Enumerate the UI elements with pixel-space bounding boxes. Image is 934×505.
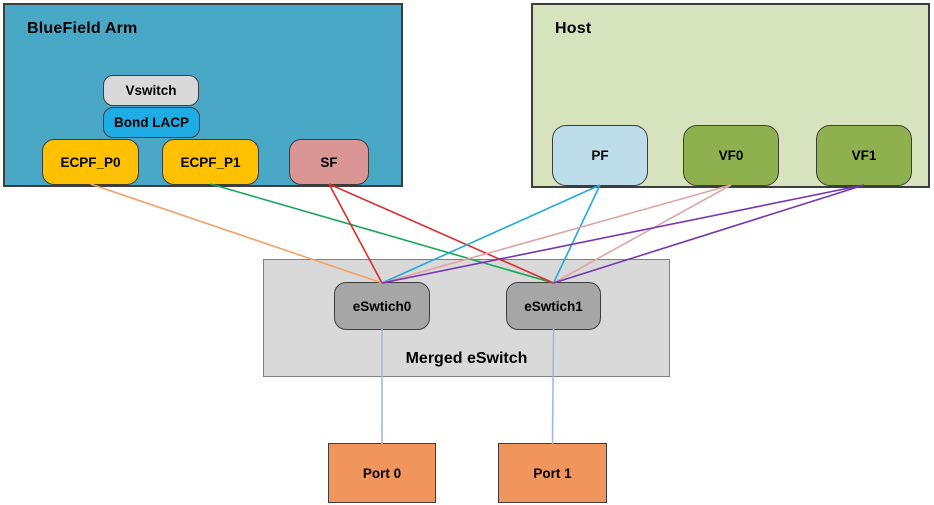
- node-vf1: VF1: [816, 125, 912, 186]
- node-eswitch0: eSwtich0: [334, 282, 430, 330]
- node-vswitch: Vswitch: [103, 75, 199, 106]
- node-bond-lacp: Bond LACP: [103, 107, 200, 138]
- host-title: Host: [555, 20, 592, 37]
- node-pf: PF: [552, 125, 648, 186]
- host-box: Host PF VF0 VF1: [531, 3, 930, 188]
- node-sf: SF: [289, 139, 369, 185]
- bluefield-arm-title: BlueField Arm: [27, 20, 138, 37]
- merged-eswitch-box: eSwtich0 eSwtich1 Merged eSwitch: [263, 259, 670, 377]
- node-eswitch1: eSwtich1: [506, 282, 601, 330]
- node-port1: Port 1: [498, 443, 607, 503]
- merged-eswitch-label: Merged eSwitch: [405, 350, 528, 367]
- node-port0: Port 0: [328, 443, 436, 503]
- node-ecpf-p1: ECPF_P1: [162, 139, 259, 185]
- node-vf0: VF0: [683, 125, 779, 186]
- node-ecpf-p0: ECPF_P0: [42, 139, 139, 185]
- bluefield-arm-box: BlueField Arm Vswitch Bond LACP ECPF_P0 …: [3, 3, 403, 187]
